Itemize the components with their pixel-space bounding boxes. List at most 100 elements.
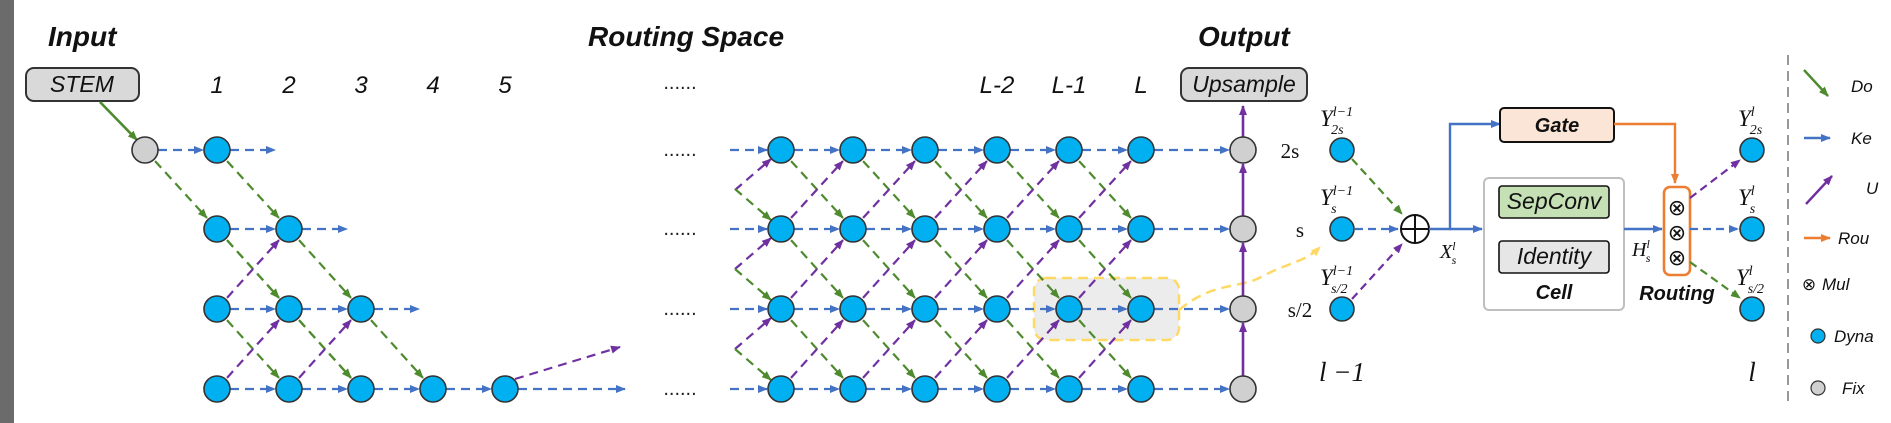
layer-prev-label: l −1 bbox=[1319, 357, 1365, 387]
column-label: 2 bbox=[281, 72, 295, 99]
dynamic-node bbox=[1127, 295, 1155, 323]
up-arrow bbox=[790, 239, 844, 299]
sepconv-box bbox=[1498, 185, 1610, 219]
legend-item-label: Do bbox=[1851, 77, 1873, 96]
dynamic-node bbox=[767, 136, 795, 164]
dynamic-node bbox=[1127, 375, 1155, 403]
up-arrow bbox=[1006, 160, 1060, 219]
scale-label-s2: s/2 bbox=[1288, 298, 1313, 322]
column-label: L-1 bbox=[1052, 72, 1087, 99]
down-arrow bbox=[734, 348, 772, 381]
dynamic-node bbox=[839, 375, 867, 403]
row-ellipsis: ...... bbox=[663, 298, 696, 320]
up-arrow-icon bbox=[1805, 175, 1833, 205]
routing-box bbox=[1662, 185, 1692, 277]
up-arrow bbox=[1078, 239, 1132, 299]
dynamic-node bbox=[203, 295, 231, 323]
dynamic-node bbox=[911, 215, 939, 243]
dynamic-node-icon bbox=[1810, 328, 1826, 344]
stem-box bbox=[25, 67, 140, 102]
dynamic-node bbox=[275, 215, 303, 243]
up-arrow bbox=[1006, 239, 1060, 299]
dynamic-node bbox=[1127, 215, 1155, 243]
up-arrow bbox=[226, 239, 280, 299]
to-gate-arrow bbox=[1429, 120, 1501, 231]
down-arrow bbox=[1351, 158, 1403, 215]
down-arrow bbox=[1689, 261, 1741, 299]
dynamic-node bbox=[767, 375, 795, 403]
legend-item-label: Dyna bbox=[1834, 327, 1874, 346]
up-arrow bbox=[934, 319, 988, 379]
cell-output-node-s bbox=[1739, 216, 1765, 242]
stem-connector-arrow bbox=[99, 101, 138, 141]
fixed-node-icon bbox=[1810, 380, 1826, 396]
sepconv-label: SepConv bbox=[1507, 188, 1603, 214]
row-ellipsis: ...... bbox=[663, 218, 696, 240]
dynamic-node bbox=[767, 295, 795, 323]
dynamic-node bbox=[1055, 375, 1083, 403]
dynamic-node bbox=[347, 375, 375, 403]
up-arrow bbox=[862, 239, 916, 299]
dynamic-node bbox=[839, 136, 867, 164]
legend-item-label: Ke bbox=[1851, 129, 1872, 148]
dynamic-node bbox=[839, 295, 867, 323]
up-arrow bbox=[934, 239, 988, 299]
row-ellipsis: ...... bbox=[663, 139, 696, 161]
output-fixed-node bbox=[1229, 375, 1257, 403]
column-label: 5 bbox=[498, 72, 512, 99]
column-label: 4 bbox=[426, 72, 439, 99]
down-arrow bbox=[298, 239, 352, 299]
legend-item-label: Mul bbox=[1822, 275, 1851, 294]
gate-label: Gate bbox=[1535, 115, 1579, 137]
dynamic-node bbox=[839, 215, 867, 243]
scale-label-2s: 2s bbox=[1281, 139, 1300, 163]
dynamic-node bbox=[419, 375, 447, 403]
input-heading: Input bbox=[48, 21, 118, 52]
column-labels: 1 2 3 4 5 ...... L-2 L-1 L bbox=[210, 72, 1147, 99]
dynamic-node bbox=[1127, 136, 1155, 164]
dynamic-node bbox=[1055, 136, 1083, 164]
layer-next-label: l bbox=[1748, 357, 1756, 387]
zoom-connector-arrow bbox=[1178, 246, 1321, 311]
down-arrow-icon bbox=[1803, 69, 1829, 97]
output-fixed-node bbox=[1229, 215, 1257, 243]
output-heading: Output bbox=[1198, 21, 1291, 52]
up-arrow bbox=[934, 160, 988, 219]
column-ellipsis: ...... bbox=[663, 72, 696, 94]
column-label: L bbox=[1134, 72, 1147, 99]
dynamic-node bbox=[911, 295, 939, 323]
multiply-icon: ⊗ bbox=[1668, 196, 1686, 221]
up-arrow bbox=[790, 160, 844, 219]
up-arrow bbox=[862, 319, 916, 379]
up-arrow bbox=[1006, 319, 1060, 379]
up-arrow bbox=[1078, 160, 1132, 219]
dynamic-node bbox=[983, 136, 1011, 164]
up-arrow bbox=[226, 319, 280, 379]
dynamic-node bbox=[911, 136, 939, 164]
dynamic-node bbox=[911, 375, 939, 403]
left-edge-bar bbox=[0, 0, 14, 423]
output-fixed-node bbox=[1229, 136, 1257, 164]
cell-label: Cell bbox=[1536, 282, 1573, 304]
dynamic-node bbox=[203, 136, 231, 164]
up-arrow bbox=[1078, 319, 1132, 379]
gate-routing-arrow bbox=[1614, 122, 1679, 184]
up-arrow bbox=[298, 319, 352, 379]
up-arrow bbox=[1351, 243, 1403, 300]
down-arrow bbox=[226, 160, 280, 219]
upsample-box bbox=[1180, 67, 1308, 102]
down-arrow bbox=[370, 319, 424, 379]
dynamic-node bbox=[1055, 215, 1083, 243]
identity-label: Identity bbox=[1517, 243, 1593, 269]
cell-output-node-s2 bbox=[1739, 296, 1765, 322]
identity-box bbox=[1498, 240, 1610, 274]
multiply-icon: ⊗ bbox=[1668, 221, 1686, 246]
